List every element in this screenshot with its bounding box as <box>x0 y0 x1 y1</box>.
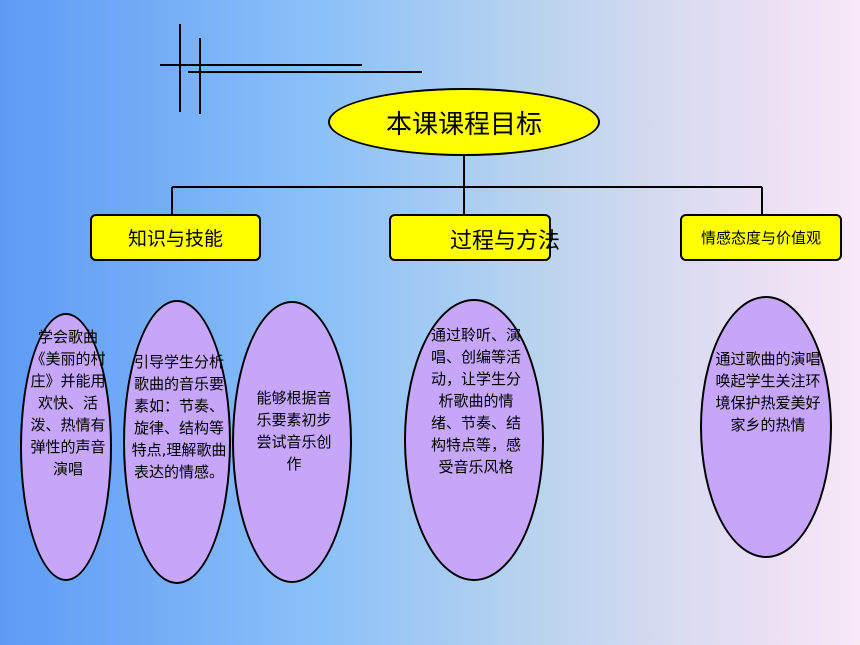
decor-hline-1 <box>160 64 362 66</box>
decor-hline-2 <box>188 71 422 73</box>
category-emotion-values: 情感态度与价值观 <box>680 214 842 261</box>
category-knowledge-skills: 知识与技能 <box>90 214 261 261</box>
goal-oval-singing: 学会歌曲《美丽的村庄》并能用欢快、活泼、热情有弹性的声音演唱 <box>20 313 112 581</box>
goal-text: 引导学生分析歌曲的音乐要素如：节奏、旋律、结构等特点,理解歌曲表达的情感。 <box>131 353 227 481</box>
diagram-title: 本课课程目标 <box>328 88 600 156</box>
goal-text: 通过聆听、演唱、创编等活动，让学生分析歌曲的情绪、节奏、结构特点等，感受音乐风格 <box>430 326 521 476</box>
decor-vline-2 <box>199 38 201 114</box>
goal-oval-environment: 通过歌曲的演唱唤起学生关注环境保护热爱美好家乡的热情 <box>700 296 832 558</box>
goal-text: 学会歌曲《美丽的村庄》并能用欢快、活泼、热情有弹性的声音演唱 <box>30 328 106 478</box>
category-process-methods: 过程与方法 <box>389 214 560 261</box>
goal-oval-analysis: 引导学生分析歌曲的音乐要素如：节奏、旋律、结构等特点,理解歌曲表达的情感。 <box>123 300 231 584</box>
goal-oval-activities: 通过聆听、演唱、创编等活动，让学生分析歌曲的情绪、节奏、结构特点等，感受音乐风格 <box>404 299 544 581</box>
diagram-title-text: 本课课程目标 <box>385 109 542 140</box>
goal-text: 能够根据音乐要素初步尝试音乐创作 <box>256 389 332 473</box>
decor-vline-1 <box>179 24 181 112</box>
category-label: 知识与技能 <box>127 228 223 250</box>
category-label: 情感态度与价值观 <box>700 229 821 247</box>
goal-oval-creation: 能够根据音乐要素初步尝试音乐创作 <box>232 301 352 583</box>
goal-text: 通过歌曲的演唱唤起学生关注环境保护热爱美好家乡的热情 <box>715 350 821 434</box>
category-label: 过程与方法 <box>449 229 560 254</box>
